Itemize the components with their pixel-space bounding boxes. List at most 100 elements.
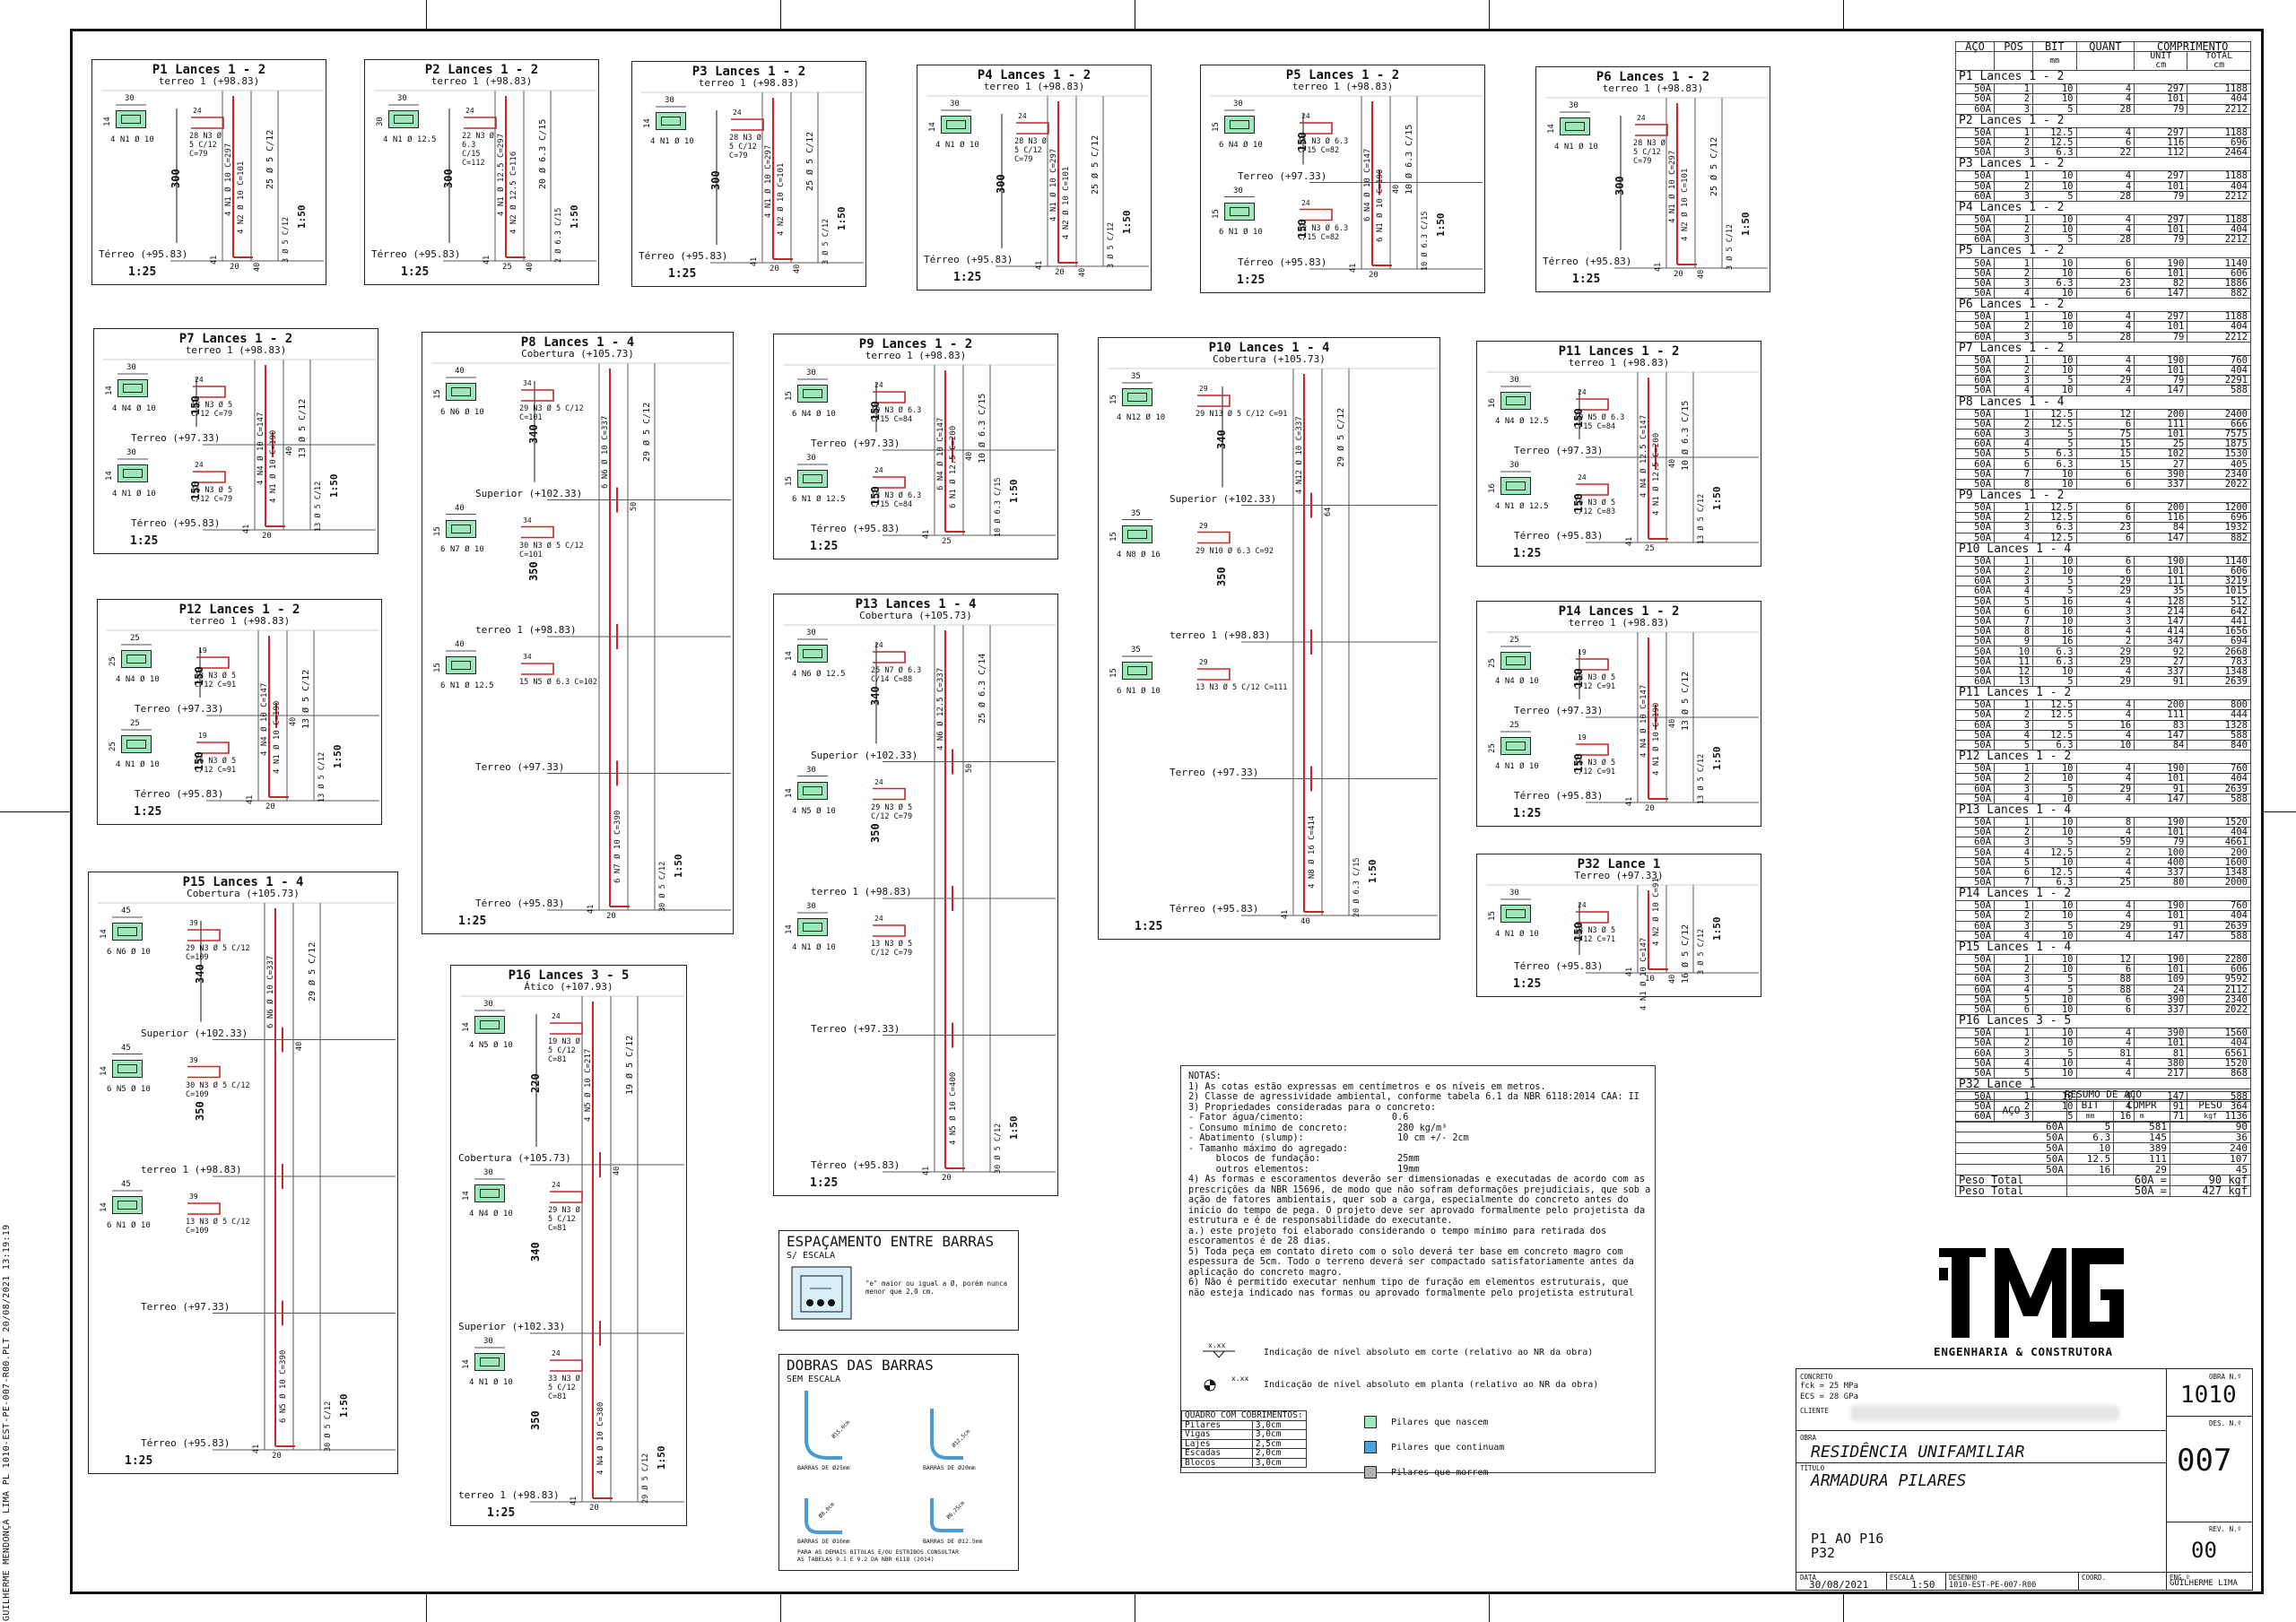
steel-cell: 2639 xyxy=(2187,920,2251,932)
vbar-callout: 4 N4 Ø 10 C=147 xyxy=(260,682,269,756)
steel-cell: 101 xyxy=(2134,180,2188,192)
steel-cell: 6.3 xyxy=(2032,458,2077,470)
steel-cell: 3 xyxy=(2075,605,2135,617)
steel-cell: 400 xyxy=(2134,856,2188,868)
steel-cell: 29 xyxy=(2075,920,2135,932)
dim-hook: 41 xyxy=(210,255,219,265)
steel-cell: 1520 xyxy=(2187,1057,2251,1069)
steel-group-header: P8 Lances 1 - 4 xyxy=(1955,395,2251,410)
bar-label: 4 N5 Ø 10 xyxy=(792,806,836,816)
steel-cell: 25 xyxy=(2075,876,2135,889)
steel-cell: 5 xyxy=(2032,984,2077,995)
cross-section xyxy=(474,1016,505,1034)
frame-tick xyxy=(1843,1594,1844,1622)
steel-group-header: P15 Lances 1 - 4 xyxy=(1955,940,2251,955)
section-width: 30 xyxy=(806,369,816,377)
cross-section xyxy=(797,470,828,488)
stirrup-width: 19 xyxy=(1578,733,1587,742)
steel-cell: 696 xyxy=(2187,512,2251,524)
steel-cell: 7 xyxy=(1994,468,2034,480)
cross-section xyxy=(941,116,971,134)
steel-cell: 12.5 xyxy=(2032,126,2077,138)
steel-cell: 1600 xyxy=(2187,856,2251,868)
stirrup-shape xyxy=(521,663,554,675)
pillar-title: P2 Lances 1 - 2 xyxy=(424,63,539,77)
steel-cell: 1188 xyxy=(2187,83,2251,95)
vstirrup-callout: 25 Ø 5 C/12 xyxy=(1091,134,1100,195)
steel-group-name: P10 Lances 1 - 4 xyxy=(1955,542,2251,557)
cross-section xyxy=(797,645,828,663)
dim-lap: 40 xyxy=(1668,974,1677,984)
summary-cell: 240 xyxy=(2169,1142,2252,1154)
section-depth: 16 xyxy=(1488,398,1497,408)
section-depth: 15 xyxy=(785,476,794,486)
lance-height-2: 350 xyxy=(527,561,540,581)
steel-cell: 60A xyxy=(1954,1047,1996,1059)
pillar-top-level: terreo 1 (+98.83) xyxy=(158,75,260,87)
vbar-callout: 4 N4 Ø 10 C=147 xyxy=(257,412,265,485)
steel-cell: 50A xyxy=(1954,773,1996,785)
vstirrup-callout: 25 Ø 5 C/12 xyxy=(805,131,815,191)
steel-group-name: P2 Lances 1 - 2 xyxy=(1955,113,2251,128)
section-width: 30 xyxy=(806,629,816,638)
summary-cell: 36 xyxy=(2169,1132,2252,1143)
steel-cell: 4 xyxy=(2075,354,2135,366)
steel-cell: 10 xyxy=(2032,555,2077,567)
steel-cell: 6.3 xyxy=(2032,655,2077,667)
bend-label-20: BARRAS DE Ø20mm xyxy=(923,1464,976,1471)
level-label: Terreo (+97.33) xyxy=(131,432,221,444)
dim-hook: 41 xyxy=(246,794,255,804)
vbar-callout: 4 N1 Ø 10 C=297 xyxy=(1049,148,1058,221)
steel-cell: 9592 xyxy=(2187,974,2251,985)
steel-cell: 147 xyxy=(2134,793,2188,804)
legend-label: Pilares que morrem xyxy=(1391,1468,1489,1478)
pillar-top-level: Cobertura (+105.73) xyxy=(187,888,300,899)
vstirrup-callout-2: 20 Ø 6.3 C/15 xyxy=(1352,857,1361,917)
steel-cell: 29 xyxy=(2075,646,2135,657)
steel-cell: 60A xyxy=(1954,375,1996,386)
vstirrup-callout-2: 10 Ø 6.3 C/15 xyxy=(994,477,1003,537)
steel-cell: 1 xyxy=(1994,354,2034,366)
steel-cell: 6 xyxy=(1994,605,2034,617)
vstirrup-callout: 25 Ø 6.3 C/14 xyxy=(978,653,987,724)
note-line: estrutura e é de responsabilidade do exe… xyxy=(1188,1216,1453,1226)
cliente-redacted xyxy=(1850,1405,2119,1421)
steel-cell: 60A xyxy=(1954,438,1996,450)
steel-cell: 760 xyxy=(2187,763,2251,775)
steel-cell: 4 xyxy=(1994,585,2034,597)
section-depth: 14 xyxy=(643,118,652,128)
vbar-callout-2: 4 N2 Ø 10 C=101 xyxy=(1062,166,1071,239)
steel-group-name: P3 Lances 1 - 2 xyxy=(1955,157,2251,172)
logo-text: ENGENHARIA & CONSTRUTORA xyxy=(1934,1345,2113,1358)
frame-tick xyxy=(426,1594,427,1622)
cross-section xyxy=(117,379,148,397)
steel-cell: 760 xyxy=(2187,900,2251,912)
bar-label: 4 N1 Ø 10 xyxy=(469,1378,513,1387)
bar-label: 6 N4 Ø 10 xyxy=(792,410,836,419)
steel-cell: 10 xyxy=(2032,615,2077,628)
steel-cell: 4 xyxy=(2075,910,2135,922)
steel-group-header: P3 Lances 1 - 2 xyxy=(1955,157,2251,172)
steel-cell: 1140 xyxy=(2187,257,2251,269)
note-line: - Consumo mínimo de concreto: 280 kg/m³ xyxy=(1188,1123,1448,1133)
steel-cell: 10 xyxy=(2032,930,2077,941)
steel-cell: 50A xyxy=(1954,827,1996,838)
steel-cell: 1 xyxy=(1994,83,2034,95)
steel-cell: 50A xyxy=(1954,856,1996,868)
note-line: 1) As cotas estão expressas em centímetr… xyxy=(1188,1081,1546,1092)
section-width: 30 xyxy=(950,100,960,108)
cover-cell: 3,0cm xyxy=(1251,1457,1307,1468)
legend-swatch xyxy=(1364,1466,1377,1479)
section-width: 30 xyxy=(806,765,816,775)
stirrup-width: 24 xyxy=(1578,388,1587,396)
section-depth: 25 xyxy=(109,742,117,751)
dim-hook: 41 xyxy=(1349,263,1358,273)
